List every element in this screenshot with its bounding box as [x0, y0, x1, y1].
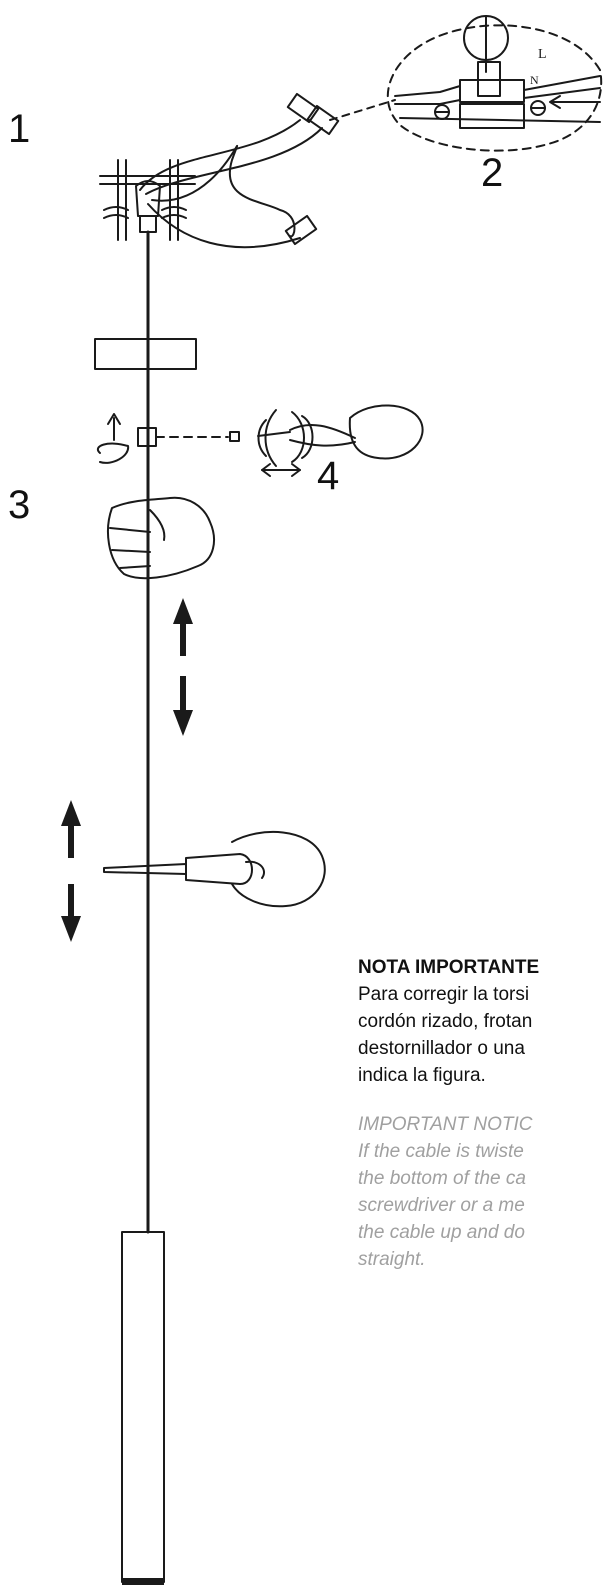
note-line-es-2: cordón rizado, frotan — [358, 1011, 533, 1032]
step-number-1: 1 — [8, 107, 31, 151]
note-line-es-3: destornillador o una — [358, 1038, 525, 1059]
note-line-en-1: If the cable is twiste — [358, 1141, 524, 1162]
screwdriver-hand — [103, 831, 326, 908]
step-number-2: 2 — [481, 151, 504, 195]
move-arrows-upper — [173, 598, 193, 736]
move-arrows-lower — [61, 800, 81, 942]
step-number-3: 3 — [8, 483, 31, 527]
callout-label-l: L — [538, 47, 547, 62]
callout-label-n: N — [530, 73, 539, 87]
ceiling-bracket — [99, 159, 196, 241]
pendant-tube — [121, 1231, 165, 1585]
cable-grip — [97, 413, 240, 464]
note-title-en: IMPORTANT NOTIC — [358, 1114, 533, 1135]
terminal-block-callout — [329, 15, 603, 152]
note-line-en-4: the cable up and do — [358, 1222, 525, 1243]
ceiling-canopy — [94, 338, 197, 370]
pliers-hand — [257, 404, 424, 477]
note-line-es-4: indica la figura. — [358, 1065, 486, 1086]
note-line-en-3: screwdriver or a me — [358, 1195, 525, 1216]
note-line-es-1: Para corregir la torsi — [358, 984, 530, 1005]
step-number-4: 4 — [317, 454, 340, 498]
note-title-es: NOTA IMPORTANTE — [358, 957, 540, 978]
supply-wires — [139, 119, 323, 249]
wire-connectors — [284, 92, 340, 246]
hand-holding-cable — [107, 496, 215, 580]
note-line-en-5: straight. — [358, 1249, 426, 1270]
note-line-en-2: the bottom of the ca — [358, 1168, 526, 1189]
important-note: NOTA IMPORTANTE Para corregir la torsi c… — [358, 954, 611, 1273]
